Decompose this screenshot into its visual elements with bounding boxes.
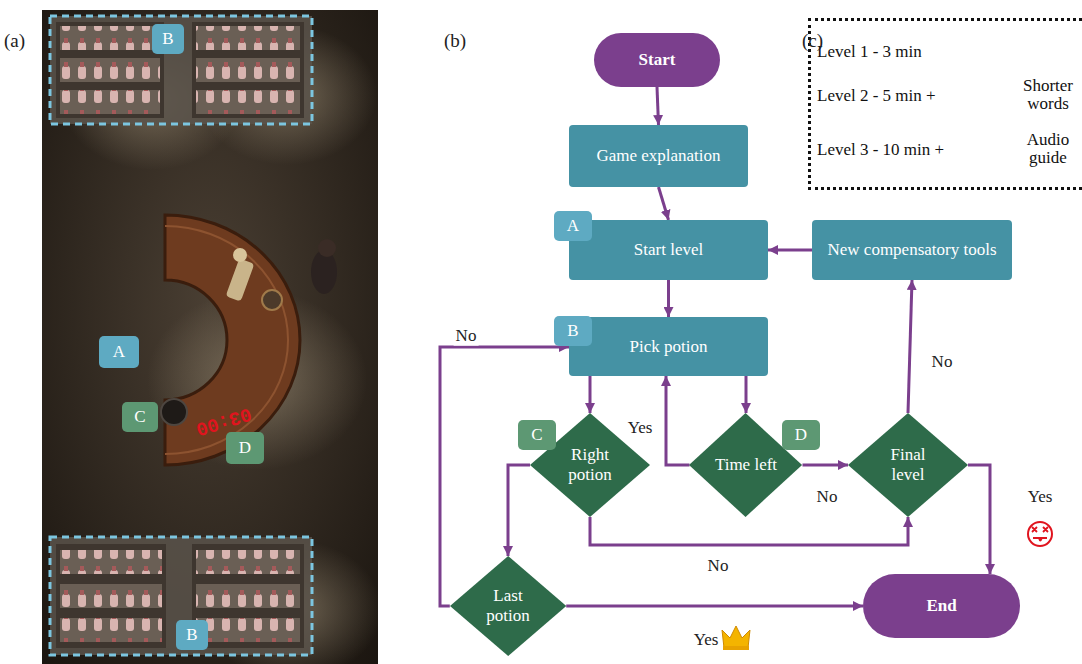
process-box: New compensatory tools — [812, 220, 1012, 280]
flow-arrow — [666, 376, 690, 465]
edge-label: No — [815, 488, 840, 507]
flow-arrow — [768, 249, 812, 252]
edge-label: Yes — [1026, 488, 1055, 507]
process-box: Game explanation — [569, 125, 748, 187]
node-label: Last potion — [476, 586, 540, 625]
edge-label: No — [706, 557, 731, 576]
flow-arrow — [667, 280, 670, 317]
flow-arrow — [657, 87, 659, 125]
node-label: Right potion — [557, 445, 623, 484]
crown-icon — [722, 626, 750, 650]
flow-arrow — [508, 465, 530, 556]
edge-label: Yes — [692, 631, 721, 650]
desk — [161, 215, 300, 465]
callout-letter: C — [518, 420, 556, 450]
node-label: New compensatory tools — [827, 240, 996, 260]
level-note: Shorter words — [1017, 77, 1079, 113]
potion-shelves — [50, 16, 312, 124]
process-box: Pick potion — [569, 317, 768, 376]
callout-letter: C — [122, 402, 158, 432]
flow-arrow — [566, 605, 863, 608]
shopkeeper-figure — [311, 239, 337, 294]
panel-label: (c) — [802, 30, 823, 52]
callout-letter: B — [152, 24, 184, 54]
dizzy-face-icon — [1028, 522, 1052, 546]
node-label: Game explanation — [596, 146, 720, 166]
level-note: Level 1 - 3 min — [817, 43, 922, 61]
flow-arrow — [968, 465, 990, 574]
diamond-shape — [450, 556, 566, 656]
level-settings-box: Level 1 - 3 minLevel 2 - 5 min + Shorter … — [808, 18, 1082, 190]
terminal-pill: Start — [594, 33, 720, 87]
edge-label: No — [454, 327, 479, 346]
node-label: Final level — [875, 445, 941, 484]
decision-diamond: Final level — [848, 413, 968, 517]
callout-letter: A — [554, 211, 592, 241]
flow-arrow — [589, 376, 592, 413]
callout-letter: D — [782, 420, 820, 450]
decision-diamond: Last potion — [450, 556, 566, 656]
edge-label: Yes — [626, 419, 655, 438]
node-label: Start level — [634, 240, 703, 260]
callout-letter: B — [176, 620, 208, 650]
terminal-pill: End — [863, 574, 1020, 638]
game-screenshot — [42, 10, 378, 664]
flow-arrow — [590, 517, 908, 545]
node-label: Time left — [715, 455, 777, 475]
level-note: Audio guide — [1017, 131, 1079, 167]
flow-arrow — [659, 187, 669, 220]
diamond-shape — [848, 413, 968, 517]
process-box: Start level — [569, 220, 768, 280]
callout-letter: A — [99, 336, 139, 368]
panel-label: (b) — [444, 30, 466, 52]
level-note: Level 3 - 10 min + — [817, 141, 944, 159]
level-note: Level 2 - 5 min + — [817, 87, 936, 105]
flow-arrow — [803, 464, 849, 467]
flow-arrow — [745, 376, 748, 413]
potion-shelves — [50, 537, 312, 655]
node-label: Start — [639, 50, 676, 70]
edge-label: No — [930, 353, 955, 372]
panel-label: (a) — [4, 30, 25, 52]
flow-arrow — [908, 280, 912, 413]
light-spot — [197, 25, 377, 165]
callout-letter: B — [554, 316, 592, 346]
node-label: Pick potion — [630, 337, 708, 357]
node-label: End — [926, 596, 956, 616]
callout-letter: D — [226, 432, 264, 464]
